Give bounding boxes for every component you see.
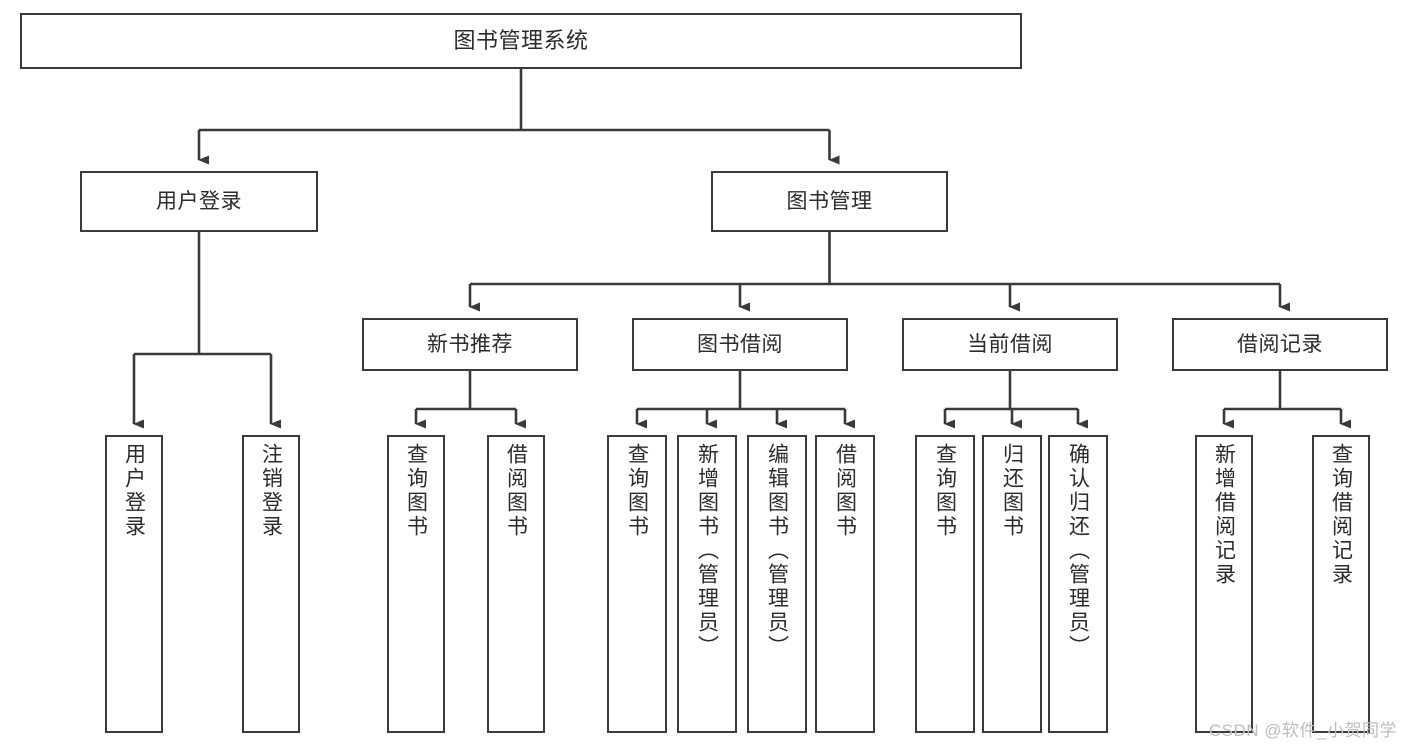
node-label: 新书推荐	[427, 332, 513, 356]
node-bl-query[interactable]: 查询图书	[607, 435, 667, 733]
node-rc-query[interactable]: 查询借阅记录	[1312, 435, 1370, 733]
node-label: 新增借阅记录	[1212, 443, 1236, 587]
node-nb-query[interactable]: 查询图书	[387, 435, 445, 733]
node-bl-add[interactable]: 新增图书（管理员）	[677, 435, 737, 733]
node-rc-add[interactable]: 新增借阅记录	[1195, 435, 1253, 733]
node-bl-edit[interactable]: 编辑图书（管理员）	[747, 435, 807, 733]
node-label: 查询图书	[625, 443, 649, 539]
watermark-text: CSDN @软件_小贺同学	[1208, 721, 1397, 740]
node-label: 图书管理系统	[453, 27, 589, 53]
node-userlogin[interactable]: 用户登录	[105, 435, 163, 733]
node-cb-confirm[interactable]: 确认归还（管理员）	[1048, 435, 1108, 733]
node-cb-query[interactable]: 查询图书	[915, 435, 975, 733]
node-label: 用户登录	[122, 443, 146, 539]
node-label: 注销登录	[259, 443, 283, 539]
node-label: 借阅图书	[504, 443, 528, 539]
node-bl-borrow[interactable]: 借阅图书	[815, 435, 875, 733]
node-nb-borrow[interactable]: 借阅图书	[487, 435, 545, 733]
node-label: 借阅图书	[833, 443, 857, 539]
node-root[interactable]: 图书管理系统	[20, 13, 1022, 69]
node-label: 查询借阅记录	[1329, 443, 1353, 587]
node-label: 图书管理	[786, 189, 873, 213]
node-label: 图书借阅	[697, 332, 783, 356]
node-label: 确认归还（管理员）	[1066, 443, 1090, 659]
node-label: 用户登录	[156, 189, 242, 213]
node-current[interactable]: 当前借阅	[902, 318, 1118, 371]
node-borrow[interactable]: 图书借阅	[632, 318, 848, 371]
node-cb-return[interactable]: 归还图书	[982, 435, 1042, 733]
node-label: 编辑图书（管理员）	[765, 443, 789, 659]
node-label: 借阅记录	[1237, 332, 1323, 356]
node-login[interactable]: 用户登录	[80, 171, 318, 232]
node-userlogout[interactable]: 注销登录	[242, 435, 300, 733]
node-label: 查询图书	[404, 443, 428, 539]
node-label: 查询图书	[933, 443, 957, 539]
node-bookmgmt[interactable]: 图书管理	[711, 171, 948, 232]
node-newbook[interactable]: 新书推荐	[362, 318, 578, 371]
node-label: 归还图书	[1000, 443, 1024, 539]
node-records[interactable]: 借阅记录	[1172, 318, 1388, 371]
node-label: 当前借阅	[967, 332, 1053, 356]
node-label: 新增图书（管理员）	[695, 443, 719, 659]
